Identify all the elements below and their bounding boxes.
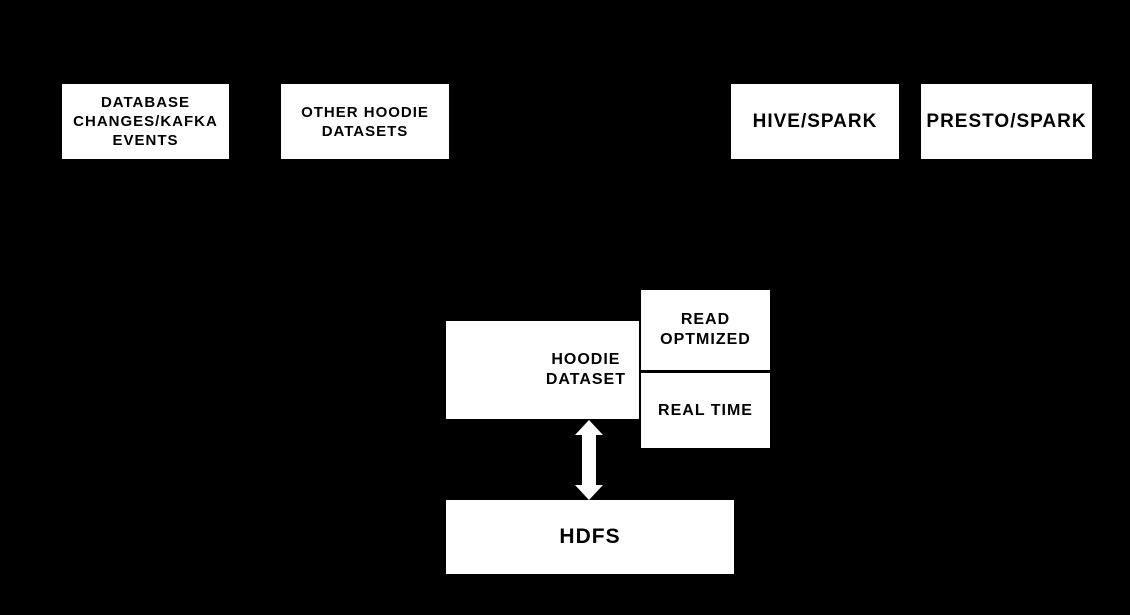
node-database-changes-kafka-events: DATABASE CHANGES/KAFKA EVENTS	[62, 84, 229, 159]
query-views-stack: READ OPTMIZED REAL TIME	[641, 290, 770, 448]
up-down-arrow-icon	[575, 420, 603, 500]
node-label: PRESTO/SPARK	[926, 110, 1087, 132]
node-label: HDFS	[559, 525, 621, 548]
node-other-hoodie-datasets: OTHER HOODIE DATASETS	[281, 84, 449, 159]
node-label: REAL TIME	[658, 401, 753, 419]
node-hive-spark: HIVE/SPARK	[731, 84, 899, 159]
node-real-time-view: REAL TIME	[641, 373, 770, 448]
node-read-optimized-view: READ OPTMIZED	[641, 290, 770, 370]
node-hdfs: HDFS	[446, 500, 734, 574]
node-label: OTHER HOODIE DATASETS	[301, 103, 429, 140]
node-label: HOODIE DATASET	[545, 351, 626, 388]
node-label: DATABASE CHANGES/KAFKA EVENTS	[73, 94, 218, 149]
node-label: HIVE/SPARK	[752, 110, 878, 132]
views-divider	[641, 370, 770, 373]
node-presto-spark: PRESTO/SPARK	[921, 84, 1092, 159]
node-label: READ OPTMIZED	[660, 311, 751, 348]
node-hoodie-dataset: HOODIE DATASET	[446, 321, 639, 419]
